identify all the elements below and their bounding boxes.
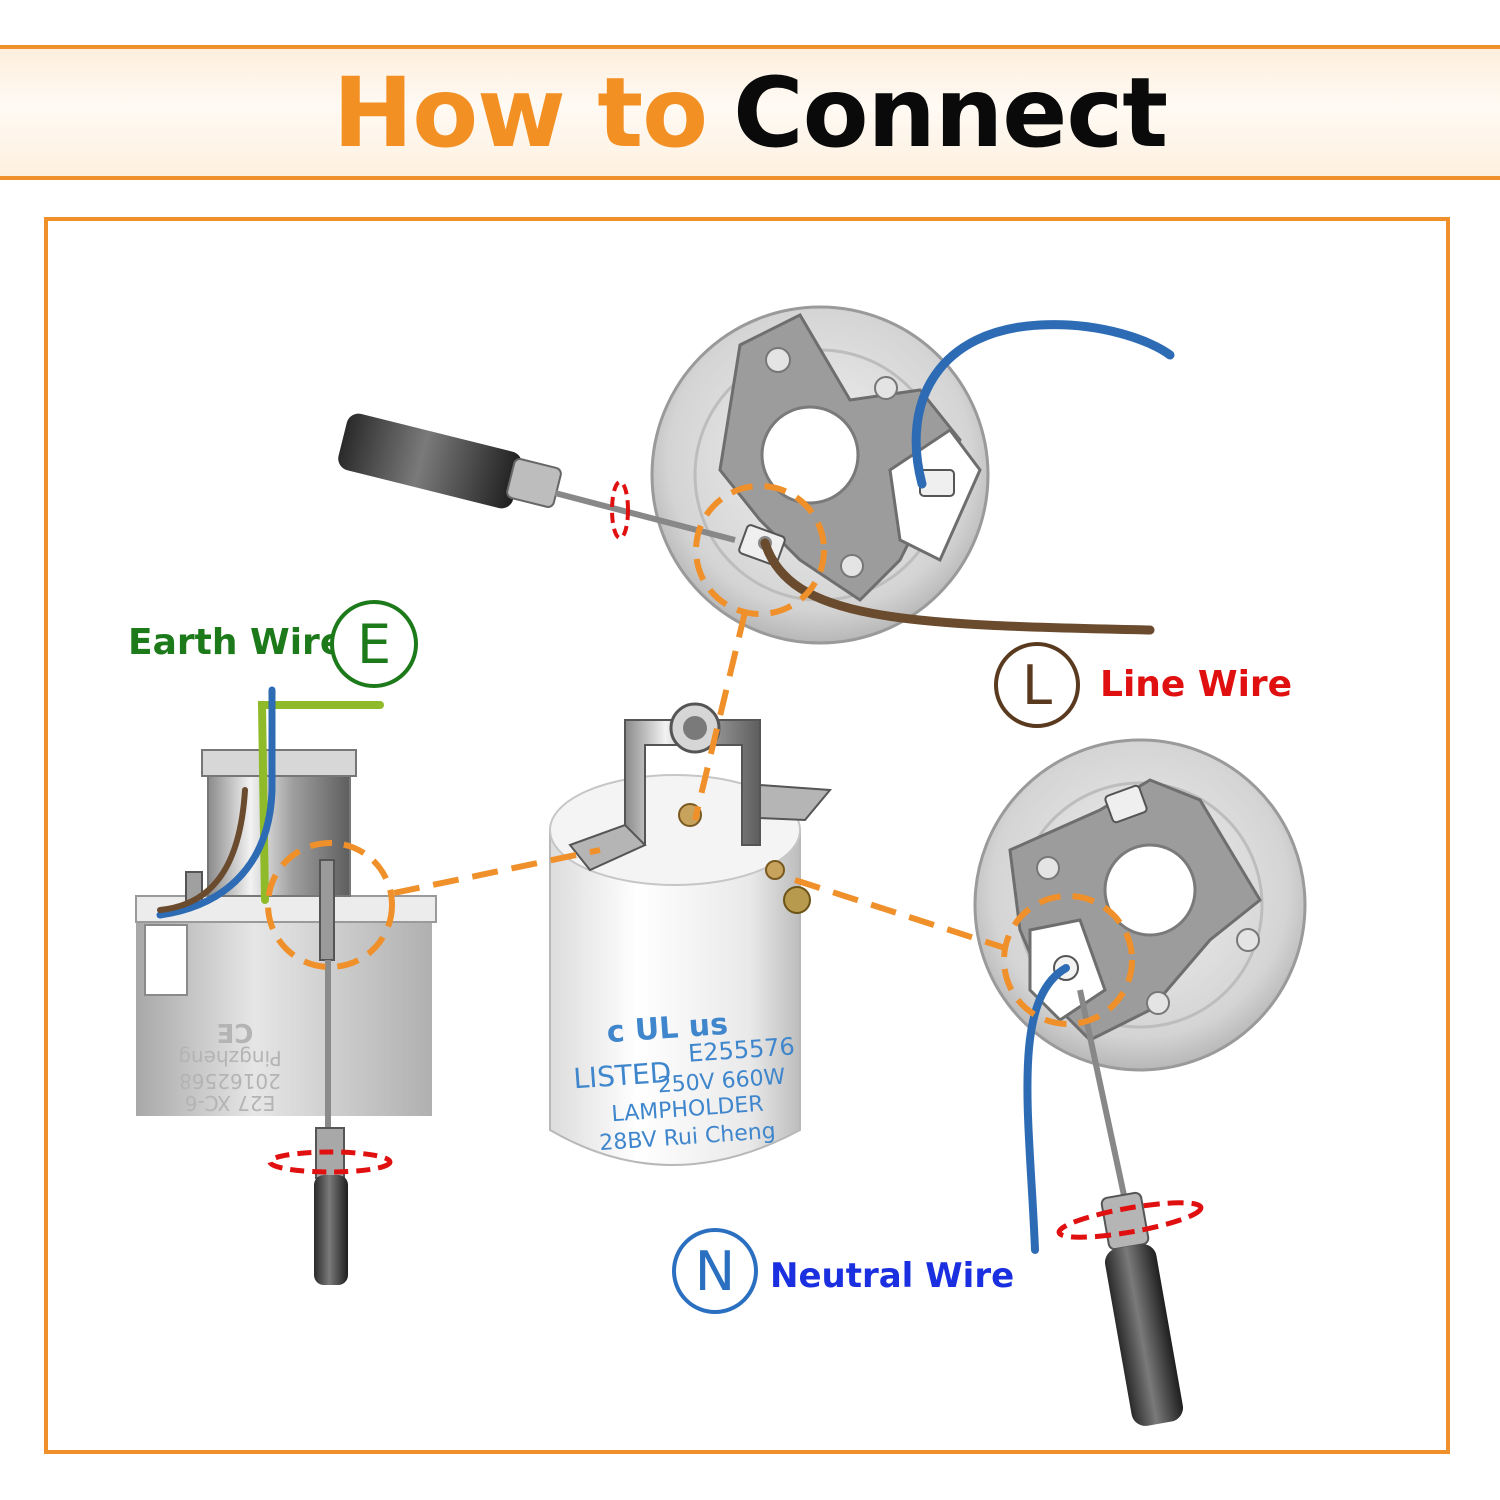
housing-model: E27 XC-6 xyxy=(185,1091,276,1115)
neutral-symbol-icon: N xyxy=(672,1228,758,1314)
top-disc-socket xyxy=(650,305,990,645)
callout-earth-terminal xyxy=(265,840,601,970)
neutral-blue-wire xyxy=(1023,964,1070,1254)
title-banner: How to Connect xyxy=(0,45,1500,180)
housing-date: 20162568 xyxy=(179,1069,281,1093)
diagram-frame xyxy=(44,217,1450,1454)
title-how-to: How to xyxy=(332,56,708,169)
title-connect: Connect xyxy=(733,56,1168,169)
left-housing xyxy=(135,749,437,1135)
earth-symbol-icon: E xyxy=(330,600,418,688)
housing-brand: Pingzheng xyxy=(178,1046,281,1070)
line-brown-wire xyxy=(760,538,1155,635)
right-screwdriver xyxy=(1056,989,1204,1426)
left-brown-wire xyxy=(157,787,248,913)
callout-neutral-terminal xyxy=(794,877,1135,1027)
left-screwdriver xyxy=(267,1127,393,1285)
left-blue-wire xyxy=(156,686,276,919)
line-wire-label: Line Wire xyxy=(1100,664,1293,705)
lampholder xyxy=(549,702,833,1166)
line-symbol-icon: L xyxy=(994,642,1080,728)
callout-line-terminal xyxy=(692,483,827,821)
top-screwdriver xyxy=(338,413,736,543)
right-disc-socket xyxy=(973,738,1307,1072)
housing-ce-mark: CE xyxy=(217,1017,254,1047)
top-blue-wire xyxy=(911,320,1175,489)
lampholder-ul-mark: c UL us xyxy=(606,1007,730,1050)
page-title: How to Connect xyxy=(0,49,1500,176)
neutral-wire-label: Neutral Wire xyxy=(770,1256,1015,1296)
lampholder-listed: LISTED xyxy=(572,1056,672,1096)
earth-wire-label: Earth Wire xyxy=(128,622,345,663)
